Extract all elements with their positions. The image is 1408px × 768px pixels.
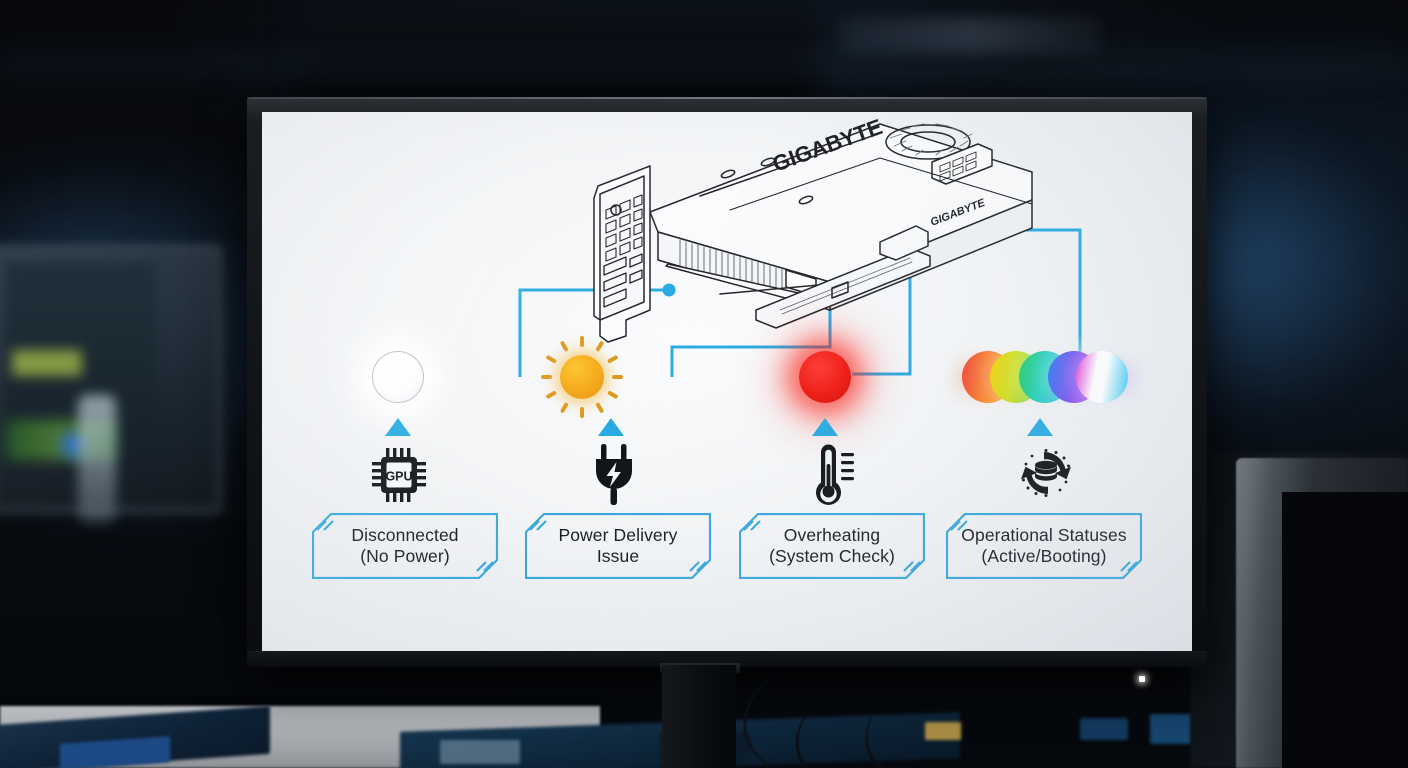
background-signage: [840, 18, 1100, 52]
background-shelf-edge: [0, 60, 1408, 74]
label-line2: (No Power): [360, 546, 450, 566]
monitor-chin: [247, 651, 1207, 667]
led-white-off: [372, 351, 424, 403]
label-line1: Disconnected: [351, 524, 459, 545]
sync-refresh-icon: [1014, 442, 1078, 504]
pointer-triangle-3: [812, 418, 838, 436]
background-bottle: [78, 395, 116, 523]
label-text-disconnected: Disconnected (No Power): [312, 513, 498, 579]
label-text-overheating: Overheating (System Check): [739, 513, 925, 579]
desk-shadow: [0, 700, 600, 710]
pcb-bracket: [440, 740, 520, 764]
rgb-ball-5: [1076, 351, 1128, 403]
pcb-chip-small: [1080, 718, 1128, 740]
pointer-triangle-2: [598, 418, 624, 436]
gpu-icon-text: GPU: [385, 470, 412, 484]
label-box-overheating[interactable]: Overheating (System Check): [739, 513, 925, 579]
gpu-chip-icon: GPU: [370, 446, 428, 504]
monitor-stand-neck: [662, 665, 736, 768]
graphics-card-illustration: GIGABYTE GIGABYTE: [580, 114, 1040, 344]
label-line2: (Active/Booting): [981, 546, 1107, 566]
label-line2: Issue: [596, 546, 640, 566]
pcb-chip-gold: [925, 722, 961, 740]
background-instrument-readout: [12, 350, 82, 376]
label-box-disconnected[interactable]: Disconnected (No Power): [312, 513, 498, 579]
label-box-power-delivery[interactable]: Power Delivery Issue: [525, 513, 711, 579]
pointer-triangle-1: [385, 418, 411, 436]
led-amber-sun: [540, 335, 624, 419]
monitor-screen: GIGABYTE GIGABYTE: [262, 112, 1192, 651]
label-text-power-delivery: Power Delivery Issue: [525, 513, 711, 579]
label-line2: (System Check): [769, 546, 895, 566]
pointer-triangle-4: [1027, 418, 1053, 436]
label-line1: Overheating: [783, 524, 881, 545]
diagram-stage: GIGABYTE GIGABYTE: [262, 112, 1192, 651]
label-line1: Operational Statuses: [961, 524, 1127, 545]
led-red: [799, 351, 851, 403]
monitor-power-led[interactable]: [1139, 676, 1145, 682]
led-rgb-group: [956, 344, 1134, 412]
label-line1: Power Delivery: [558, 524, 678, 545]
power-plug-icon: [587, 444, 641, 506]
label-box-operational[interactable]: Operational Statuses (Active/Booting): [946, 513, 1142, 579]
monitor-bezel-highlight: [247, 97, 1207, 99]
led-indicator-row: [262, 112, 1192, 651]
label-text-operational: Operational Statuses (Active/Booting): [946, 513, 1142, 579]
secondary-monitor-screen: [1282, 492, 1408, 768]
thermometer-icon: [807, 442, 863, 506]
